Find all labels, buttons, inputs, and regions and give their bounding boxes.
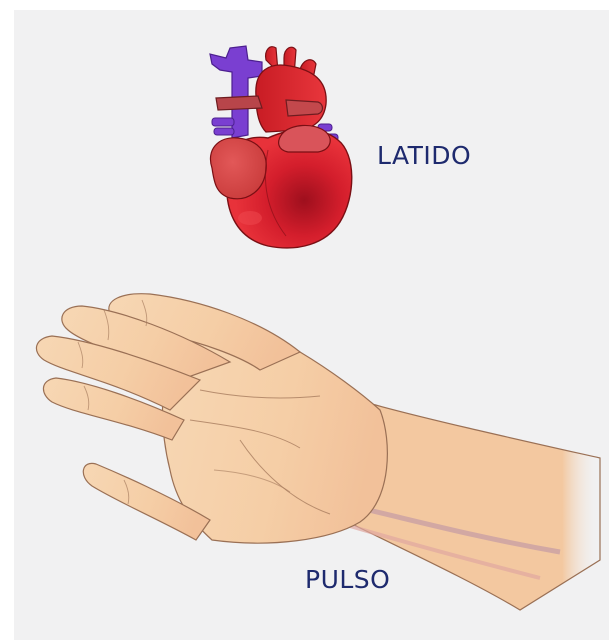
heart-icon (210, 46, 352, 248)
heartbeat-label: LATIDO (377, 141, 471, 170)
pulse-label: PULSO (305, 565, 390, 594)
hand-icon (36, 294, 600, 610)
